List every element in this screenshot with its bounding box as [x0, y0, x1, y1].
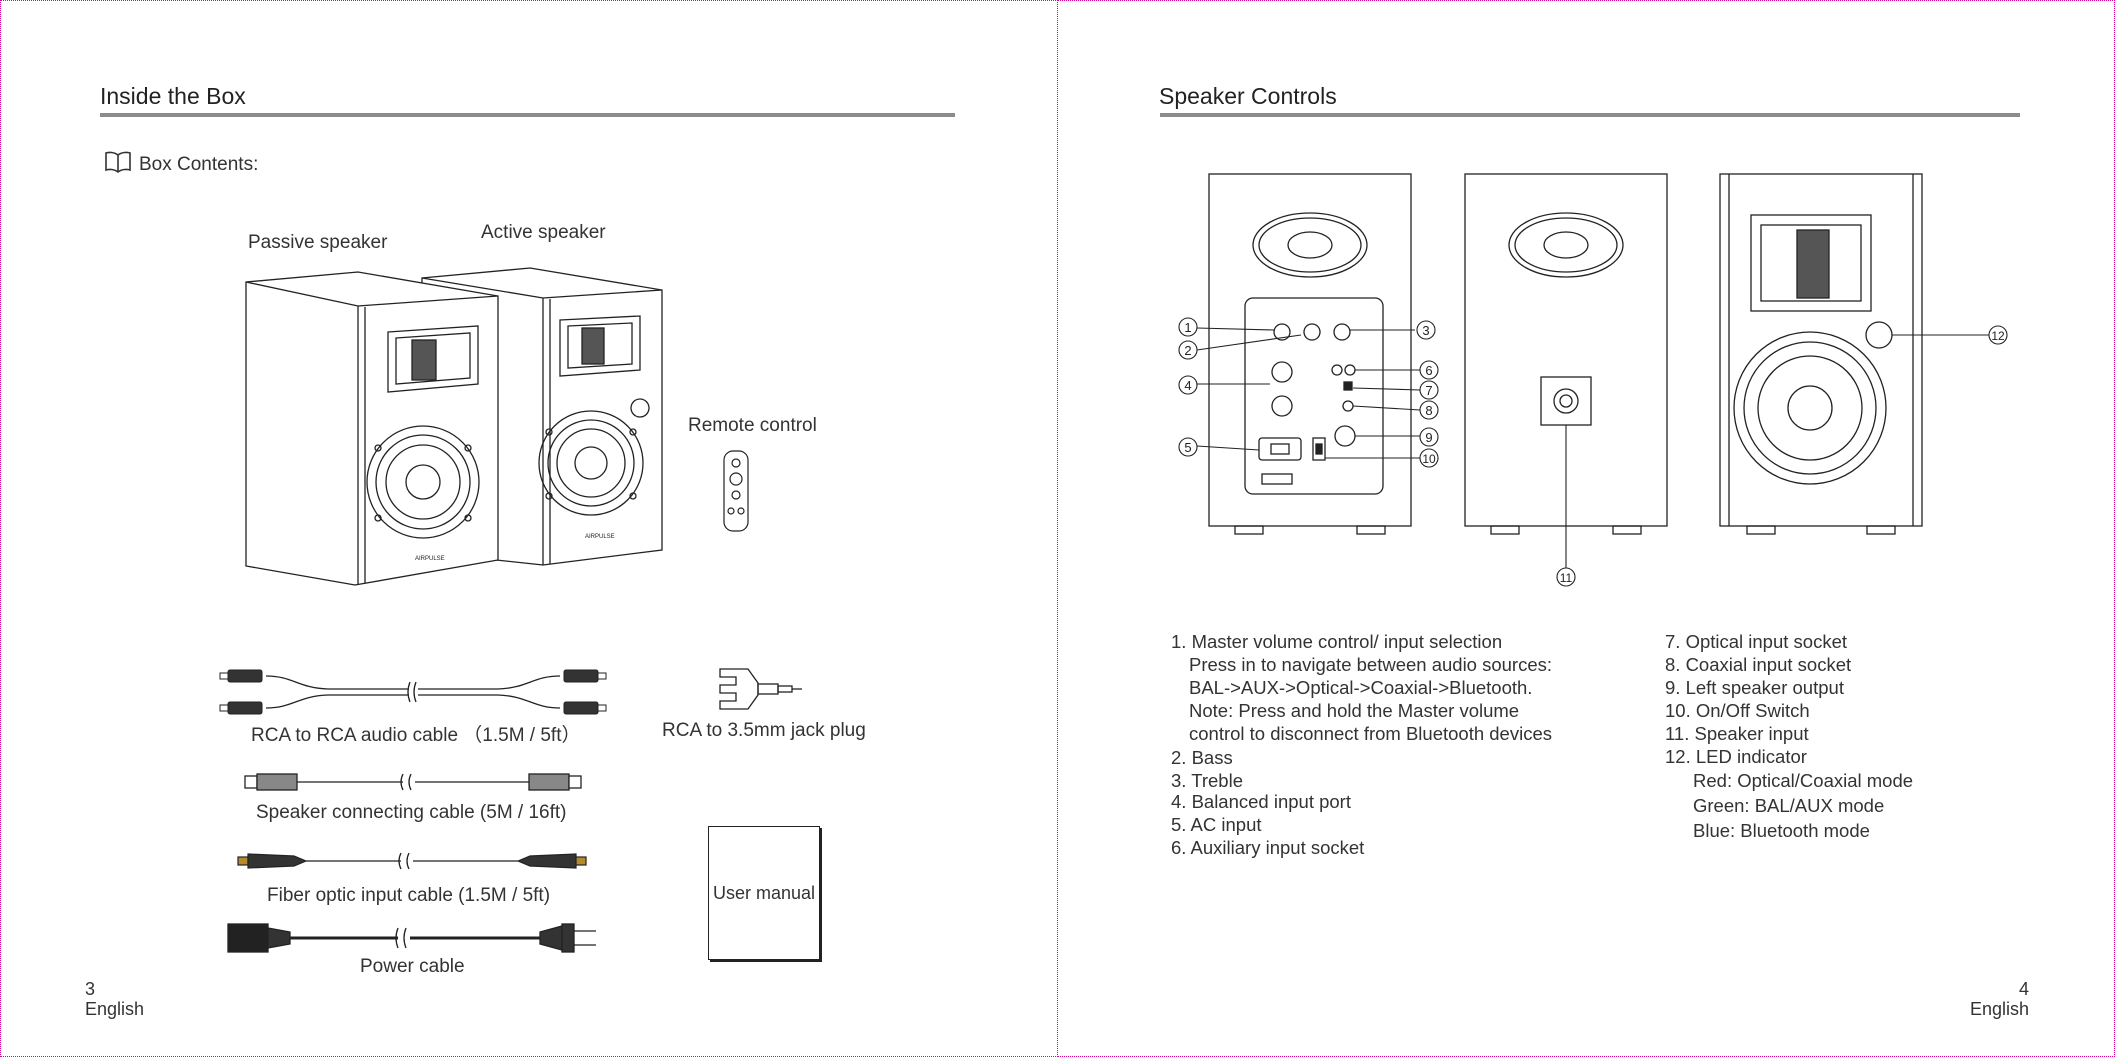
control-6: 6. Auxiliary input socket [1171, 837, 1365, 858]
page-language: English [85, 999, 145, 1019]
fiber-cable-illustration [237, 852, 587, 870]
user-manual-illustration: User manual [708, 826, 820, 960]
callout-3: 3 [1422, 323, 1429, 338]
book-icon [105, 151, 131, 173]
led-blue-mode: Blue: Bluetooth mode [1693, 820, 1870, 841]
page-number: 4 [2018, 979, 2029, 999]
control-1-note-line2: control to disconnect from Bluetooth dev… [1189, 723, 1552, 744]
callout-11: 11 [1560, 571, 1573, 585]
remote-control-label: Remote control [688, 415, 817, 436]
control-7: 7. Optical input socket [1665, 631, 1848, 652]
remote-control-illustration [723, 450, 749, 532]
page-title: Speaker Controls [1159, 83, 1337, 109]
speaker-brand-passive: AIRPULSE [415, 556, 445, 562]
callout-6: 6 [1425, 363, 1432, 378]
control-1-desc-line1: Press in to navigate between audio sourc… [1189, 654, 1553, 675]
control-3: 3. Treble [1171, 770, 1243, 791]
callout-8: 8 [1425, 403, 1432, 418]
rca-cable-label: RCA to RCA audio cable （1.5M / 5ft） [251, 725, 581, 746]
control-5: 5. AC input [1171, 814, 1262, 835]
page-number: 3 [85, 979, 96, 999]
callout-5: 5 [1184, 440, 1191, 455]
fiber-cable-label: Fiber optic input cable (1.5M / 5ft) [267, 885, 551, 906]
control-1-title: 1. Master volume control/ input selectio… [1171, 631, 1503, 652]
passive-speaker-label: Passive speaker [248, 232, 388, 253]
power-cable-label: Power cable [360, 956, 465, 977]
callout-2: 2 [1184, 343, 1191, 358]
power-cable-illustration [227, 923, 596, 953]
control-9: 9. Left speaker output [1665, 677, 1844, 698]
callout-4: 4 [1184, 378, 1191, 393]
led-green-mode: Green: BAL/AUX mode [1693, 795, 1885, 816]
control-12: 12. LED indicator [1665, 746, 1807, 767]
speakers-pair-illustration: AIRPULSE AIRPULSE [245, 267, 663, 586]
speaker-controls-diagram: 1 2 3 4 5 6 7 8 9 10 11 12 [1178, 173, 2008, 587]
left-page: Inside the Box Box Contents: Passive spe… [0, 0, 1057, 1058]
rca-jack-plug-label: RCA to 3.5mm jack plug [662, 720, 866, 741]
active-speaker-label: Active speaker [481, 222, 606, 243]
user-manual-label: User manual [712, 882, 816, 903]
right-page: Speaker Controls [1057, 0, 2115, 1058]
callout-10: 10 [1422, 452, 1436, 466]
control-4: 4. Balanced input port [1171, 791, 1351, 812]
control-8: 8. Coaxial input socket [1665, 654, 1852, 675]
speaker-brand-active: AIRPULSE [585, 534, 615, 540]
rca-cable-illustration [219, 669, 607, 715]
rca-jack-plug-illustration [719, 668, 802, 710]
control-1-note-line1: Note: Press and hold the Master volume [1189, 700, 1520, 721]
control-1-desc-line2: BAL->AUX->Optical->Coaxial->Bluetooth. [1189, 677, 1533, 698]
callout-7: 7 [1425, 383, 1432, 398]
callout-12: 12 [1991, 329, 2005, 343]
speaker-cable-illustration [244, 773, 582, 791]
box-contents-label: Box Contents: [139, 154, 259, 175]
title-rule [1160, 113, 2020, 117]
page-language: English [1969, 999, 2029, 1019]
control-10: 10. On/Off Switch [1665, 700, 1810, 721]
speaker-cable-label: Speaker connecting cable (5M / 16ft) [256, 802, 567, 823]
title-rule [100, 113, 955, 117]
control-2: 2. Bass [1171, 747, 1233, 768]
page-title: Inside the Box [100, 83, 246, 109]
control-11: 11. Speaker input [1665, 723, 1809, 744]
led-red-mode: Red: Optical/Coaxial mode [1693, 770, 1914, 791]
callout-9: 9 [1425, 430, 1432, 445]
callout-1: 1 [1184, 320, 1191, 335]
